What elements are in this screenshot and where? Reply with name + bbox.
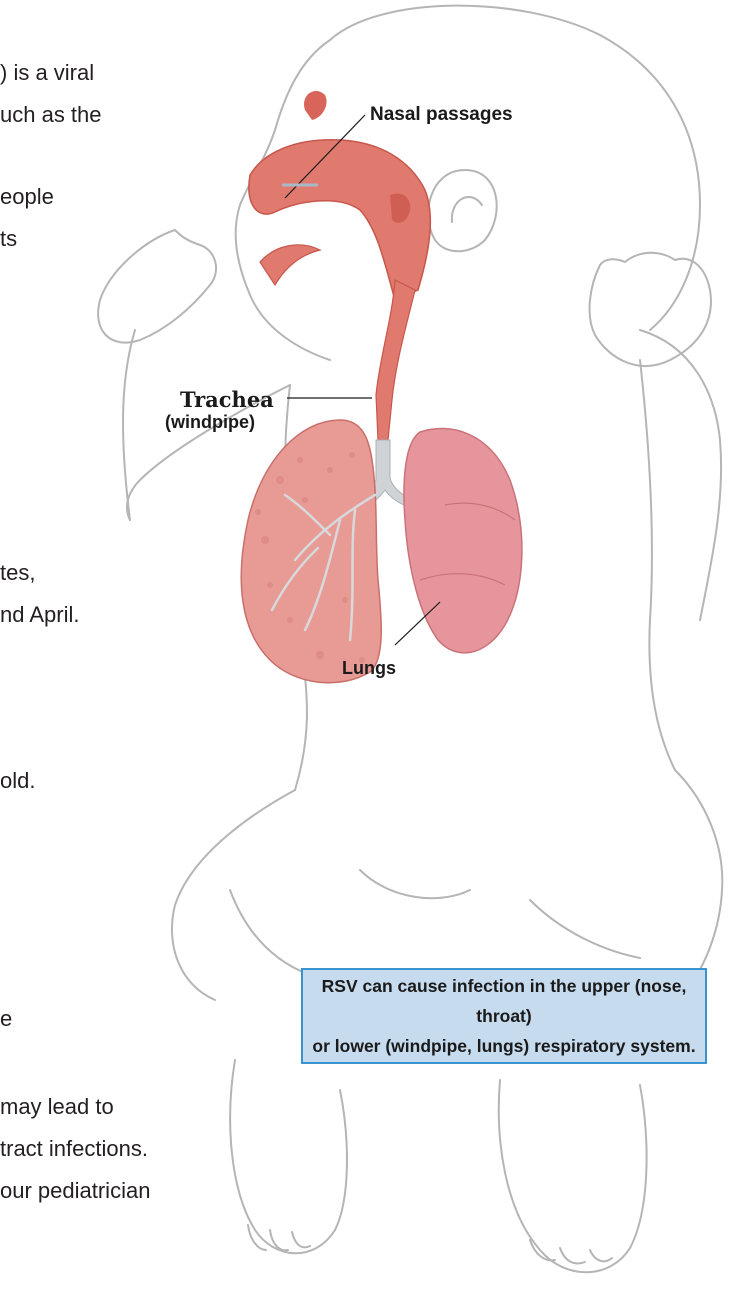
lung-left bbox=[241, 420, 381, 683]
label-trachea-sub: (windpipe) bbox=[165, 412, 255, 433]
callout-line-1: RSV can cause infection in the upper (no… bbox=[303, 971, 705, 1031]
label-trachea: Trachea bbox=[180, 387, 274, 412]
info-callout: RSV can cause infection in the upper (no… bbox=[301, 968, 707, 1064]
label-lungs: Lungs bbox=[342, 658, 396, 679]
label-nasal-passages: Nasal passages bbox=[370, 104, 513, 126]
callout-line-2: or lower (windpipe, lungs) respiratory s… bbox=[312, 1031, 695, 1061]
